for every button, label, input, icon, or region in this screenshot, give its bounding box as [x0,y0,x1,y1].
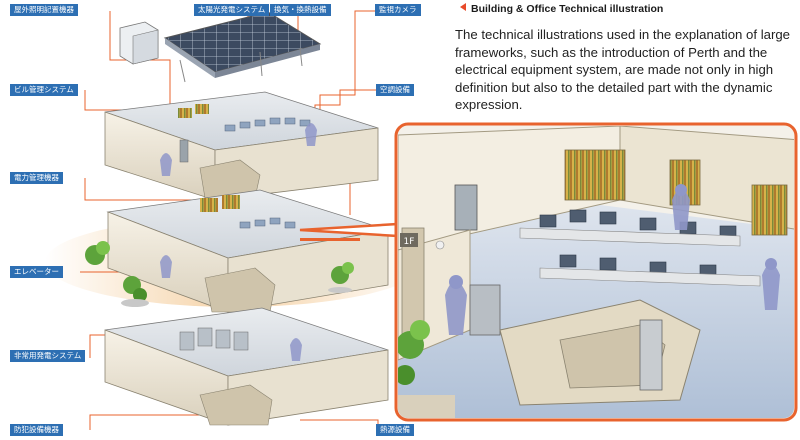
label-security-equipment: 防犯設備機器 [10,424,63,436]
label-security-camera: 監視カメラ [375,4,421,16]
roof-level [119,11,322,83]
label-building-management: ビル管理システム [10,84,78,96]
label-heat-source: 熱源設備 [376,424,414,436]
label-emergency-power: 非常用発電システム [10,350,86,362]
description-text: The technical illustrations used in the … [455,27,791,112]
label-ventilation: 換気・換熱設備 [270,4,331,16]
upper-floor [104,91,379,201]
section-title-text: Building & Office Technical illustration [471,3,664,15]
floor-sign: 1F [400,233,418,247]
label-elevator: エレベーター [10,266,63,278]
label-solar-system: 太陽光発電システム [194,4,270,16]
section-title: Building & Office Technical illustration [460,3,663,15]
label-power-management: 電力管理機器 [10,172,63,184]
label-air-conditioning: 空調設備 [376,84,414,96]
svg-text:1F: 1F [404,237,415,247]
triangle-marker-icon [460,3,466,11]
middle-floor [85,189,389,313]
label-outdoor-lighting: 屋外照明記置機器 [10,4,78,16]
lower-floor [104,307,389,426]
office-detail-callout: 1F [299,122,798,422]
